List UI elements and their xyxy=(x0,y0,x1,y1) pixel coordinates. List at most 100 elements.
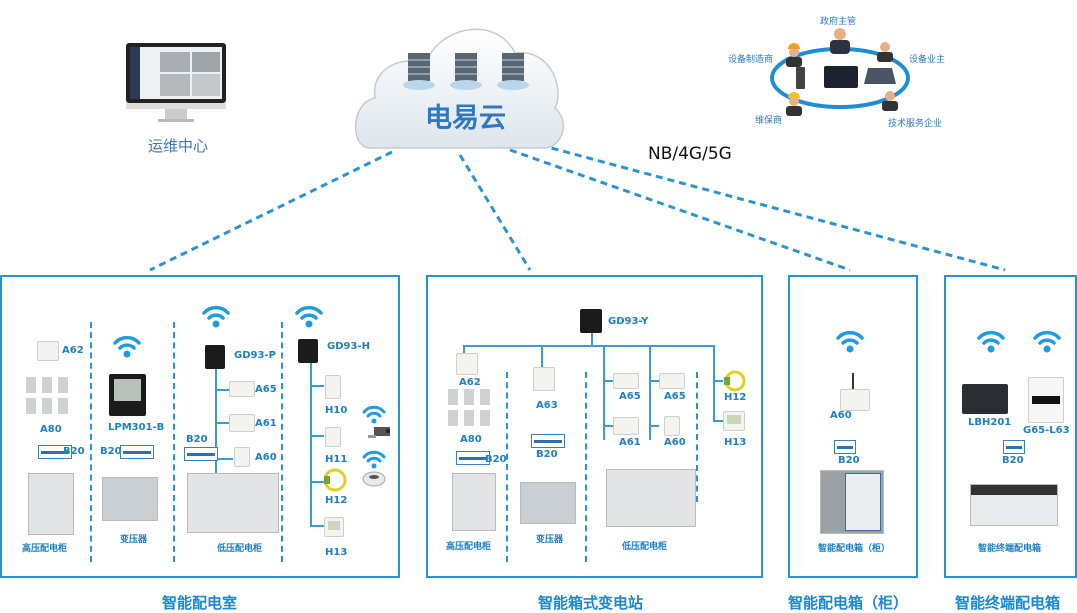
a61-device[interactable] xyxy=(229,414,255,432)
b20-device[interactable] xyxy=(456,451,490,465)
divider xyxy=(696,372,698,502)
wifi-icon xyxy=(836,330,864,353)
stakeholder-gov: 政府主管 xyxy=(820,17,857,27)
lv-cabinet-image[interactable] xyxy=(187,473,279,533)
label-lpm301b: LPM301-B xyxy=(108,422,165,433)
a62-device[interactable] xyxy=(37,341,59,361)
section-power-room: A62 A80 B20 高压配电柜 LPM301-B B20 变压器 GD93-… xyxy=(0,275,400,578)
section-distribution-box: A60 B20 智能配电箱（柜） xyxy=(788,275,918,578)
label-g65-l63: G65-L63 xyxy=(1023,425,1070,436)
label-gd93y: GD93-Y xyxy=(608,316,649,327)
terminal-box-image[interactable] xyxy=(970,484,1058,526)
label-transformer: 变压器 xyxy=(120,535,148,545)
label-a62: A62 xyxy=(62,345,84,356)
label-b20: B20 xyxy=(1002,455,1024,466)
transformer-image[interactable] xyxy=(102,477,158,521)
ops-center[interactable]: 运维中心 xyxy=(120,40,230,160)
label-b20: B20 xyxy=(838,455,860,466)
link-room xyxy=(149,150,393,272)
a60-device[interactable] xyxy=(234,447,250,467)
label-a80: A80 xyxy=(40,424,62,435)
monitor-icon xyxy=(126,43,226,122)
h12-water-sensor[interactable] xyxy=(722,369,748,393)
label-b20: B20 xyxy=(186,434,208,445)
label-b20: B20 xyxy=(100,446,122,457)
wifi-icon xyxy=(977,330,1005,353)
label-hv-cabinet: 高压配电柜 xyxy=(446,542,492,552)
label-a61: A61 xyxy=(619,437,641,448)
section-title-terminal-box: 智能终端配电箱 xyxy=(955,594,1061,612)
a65-device[interactable] xyxy=(613,373,639,389)
laptop-icon xyxy=(864,68,896,84)
ops-center-label: 运维中心 xyxy=(148,137,209,155)
section-terminal-box: LBH201 G65-L63 B20 智能终端配电箱 xyxy=(944,275,1077,578)
label-h12: H12 xyxy=(325,495,348,506)
smoke-detector-icon[interactable] xyxy=(362,470,386,488)
b20-device[interactable] xyxy=(120,445,154,459)
transformer-image[interactable] xyxy=(520,482,576,524)
divider xyxy=(585,372,587,562)
cloud[interactable]: 电易云 xyxy=(350,8,565,153)
antenna xyxy=(852,373,854,391)
camera-icon[interactable] xyxy=(366,425,392,443)
label-h12: H12 xyxy=(724,392,747,403)
h13-temp-humidity[interactable] xyxy=(723,411,745,431)
gd93h-gateway[interactable] xyxy=(298,339,318,363)
label-hv-cabinet: 高压配电柜 xyxy=(22,544,68,554)
a60-device[interactable] xyxy=(664,416,680,436)
a62-device[interactable] xyxy=(456,353,478,375)
b20-device[interactable] xyxy=(38,445,72,459)
b20-device[interactable] xyxy=(184,447,218,461)
a80-device-group[interactable] xyxy=(24,375,72,417)
g65-l63-breaker[interactable] xyxy=(1028,377,1064,423)
label-terminal-box: 智能终端配电箱 xyxy=(978,544,1042,554)
stakeholder-manufacturer: 设备制造商 xyxy=(728,55,774,65)
gd93p-gateway[interactable] xyxy=(205,345,225,369)
a80-device-group[interactable] xyxy=(446,387,494,429)
stakeholder-maintainer: 维保商 xyxy=(755,116,783,126)
label-a65: A65 xyxy=(255,384,277,395)
stakeholder-owner: 设备业主 xyxy=(909,55,946,65)
divider xyxy=(281,322,283,562)
label-a60: A60 xyxy=(830,410,852,421)
stakeholder-tech-service: 技术服务企业 xyxy=(888,119,943,129)
h10-sensor[interactable] xyxy=(325,375,341,399)
lbh201-device[interactable] xyxy=(962,384,1008,414)
divider xyxy=(173,322,175,562)
h13-temp-humidity[interactable] xyxy=(324,517,344,537)
lv-cabinet-image[interactable] xyxy=(606,469,696,527)
label-a60: A60 xyxy=(664,437,686,448)
label-a60: A60 xyxy=(255,452,277,463)
link-substation xyxy=(458,154,532,271)
tablet-icon xyxy=(824,66,858,88)
b20-device[interactable] xyxy=(1003,440,1025,454)
phone-icon xyxy=(796,67,805,89)
label-b20: B20 xyxy=(536,449,558,460)
server-cloud-icon xyxy=(354,28,565,149)
distribution-box-image[interactable] xyxy=(820,470,884,534)
network-label: NB/4G/5G xyxy=(648,144,732,164)
label-h11: H11 xyxy=(325,454,348,465)
a63-device[interactable] xyxy=(533,367,555,391)
hv-cabinet-image[interactable] xyxy=(28,473,74,535)
hv-cabinet-image[interactable] xyxy=(452,473,496,531)
wifi-icon xyxy=(1033,330,1061,353)
h12-water-sensor[interactable] xyxy=(322,467,348,493)
a60-device[interactable] xyxy=(840,389,870,411)
a61-device[interactable] xyxy=(613,417,639,435)
a65-device[interactable] xyxy=(659,373,685,389)
h11-sensor[interactable] xyxy=(325,427,341,447)
b20-device[interactable] xyxy=(531,434,565,448)
section-title-power-room: 智能配电室 xyxy=(162,594,238,612)
wifi-icon xyxy=(202,305,230,328)
divider xyxy=(506,372,508,562)
gd93y-gateway[interactable] xyxy=(580,309,602,333)
b20-device[interactable] xyxy=(834,440,856,454)
a65-device[interactable] xyxy=(229,381,255,397)
lpm301b-meter[interactable] xyxy=(109,374,146,416)
label-a62: A62 xyxy=(459,377,481,388)
section-title-box-substation: 智能箱式变电站 xyxy=(538,594,644,612)
label-lbh201: LBH201 xyxy=(968,417,1012,428)
wifi-icon xyxy=(362,405,386,424)
divider xyxy=(90,322,92,562)
